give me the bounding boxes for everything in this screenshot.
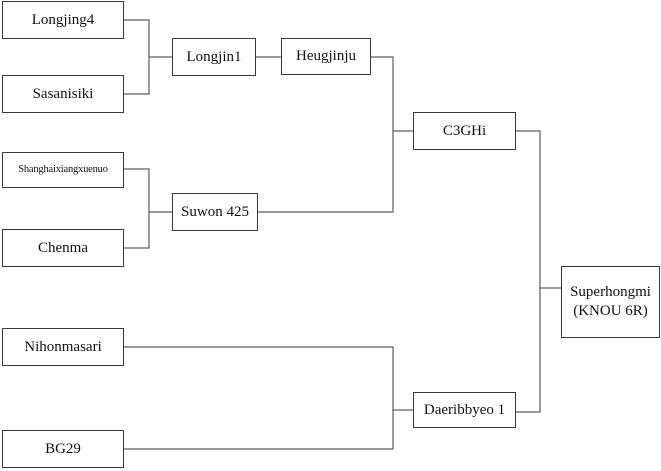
node-nihonmasari: Nihonmasari bbox=[2, 328, 124, 366]
node-label: Longjing4 bbox=[31, 11, 95, 28]
node-longjin1: Longjin1 bbox=[172, 38, 256, 76]
connector-chenma-to-suwon425 bbox=[124, 212, 150, 249]
node-label: C3GHi bbox=[442, 122, 487, 139]
node-superhongmi: Superhongmi (KNOU 6R) bbox=[561, 266, 660, 338]
node-sasanisiki: Sasanisiki bbox=[2, 75, 124, 113]
connector-group bbox=[124, 19, 561, 450]
node-c3ghi: C3GHi bbox=[413, 112, 516, 150]
node-heugjinju: Heugjinju bbox=[281, 38, 371, 75]
node-label: Longjin1 bbox=[186, 48, 242, 65]
node-sublabel: (KNOU 6R) bbox=[573, 303, 648, 319]
node-label: Shanghaixiangxuenuo bbox=[18, 164, 108, 176]
node-label: Daeribbyeo 1 bbox=[423, 401, 506, 418]
connector-c3ghi-to-superhongmi bbox=[516, 130, 561, 289]
node-longjing4: Longjing4 bbox=[2, 1, 124, 39]
connector-nihonmasari-to-daeribbyeo bbox=[124, 346, 413, 411]
connector-longjing4-to-longjin1 bbox=[124, 19, 172, 58]
connector-bg29-to-daeribbyeo bbox=[124, 410, 394, 450]
connector-sasanisiki-to-longjin1 bbox=[124, 57, 150, 95]
node-shanghaixiangxuenuo: Shanghaixiangxuenuo bbox=[2, 152, 124, 188]
node-label: BG29 bbox=[45, 440, 81, 457]
connector-shanghai-to-suwon425 bbox=[124, 168, 172, 213]
node-label: Nihonmasari bbox=[24, 338, 102, 355]
node-bg29: BG29 bbox=[2, 430, 124, 468]
node-label: Suwon 425 bbox=[181, 203, 249, 220]
node-label: Heugjinju bbox=[296, 48, 356, 65]
connector-suwon425-to-c3ghi bbox=[258, 131, 394, 213]
node-label: Superhongmi bbox=[570, 284, 651, 301]
connector-daeribbyeo-to-superhongmi bbox=[516, 288, 541, 413]
node-chenma: Chenma bbox=[2, 229, 124, 267]
connector-heugjinju-to-c3ghi bbox=[371, 56, 413, 132]
node-suwon-425: Suwon 425 bbox=[172, 193, 258, 231]
node-daeribbyeo-1: Daeribbyeo 1 bbox=[413, 392, 516, 428]
node-label: Chenma bbox=[38, 239, 88, 256]
node-label: Sasanisiki bbox=[32, 85, 94, 102]
